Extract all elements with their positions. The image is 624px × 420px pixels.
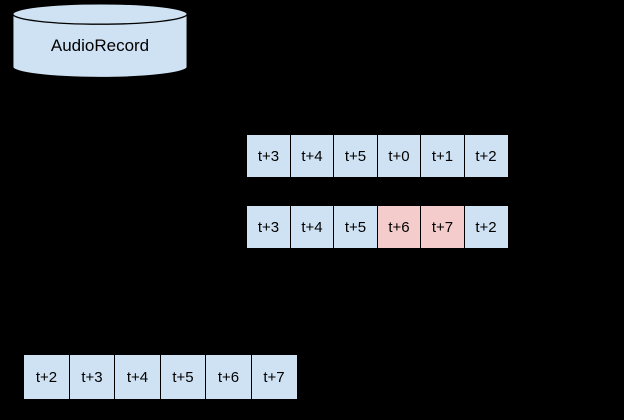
buffer-cell: t+4 xyxy=(289,205,335,249)
buffer-cell: t+6 xyxy=(376,205,422,249)
buffer-cell: t+1 xyxy=(420,134,465,178)
buffer-cell: t+2 xyxy=(463,134,509,178)
audiorecord-cylinder: AudioRecord xyxy=(12,3,188,78)
cylinder-shape-icon xyxy=(12,3,188,78)
buffer-cell: t+2 xyxy=(463,205,509,249)
buffer-cell: t+5 xyxy=(159,354,207,400)
buffer-cell: t+4 xyxy=(289,134,335,178)
buffer-cell: t+0 xyxy=(376,134,422,178)
buffer-cell: t+4 xyxy=(114,354,161,400)
buffer-cell: t+7 xyxy=(420,205,465,249)
cylinder-label: AudioRecord xyxy=(50,36,150,55)
buffer-cell: t+7 xyxy=(250,354,298,400)
buffer-cell: t+3 xyxy=(246,205,291,249)
buffer-cell: t+5 xyxy=(333,205,378,249)
buffer-cell: t+3 xyxy=(246,134,291,178)
buffer-cell: t+3 xyxy=(68,354,116,400)
buffer-cell: t+6 xyxy=(205,354,252,400)
buffer-cell: t+2 xyxy=(23,354,70,400)
buffer-cell: t+5 xyxy=(333,134,378,178)
